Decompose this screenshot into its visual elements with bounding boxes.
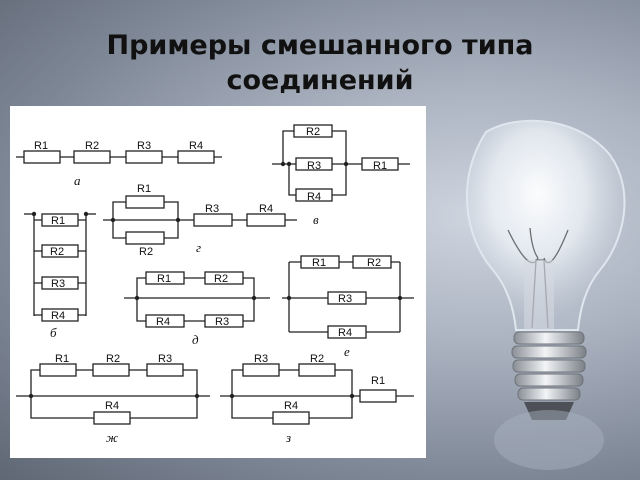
resistor-v-2 — [295, 157, 333, 171]
circuit-diagrams: R1 R2 R3 R4 а R2 R3 R4 R1 в R1 R2 R3 R4 … — [16, 124, 414, 445]
label-b-4: R4 — [51, 310, 65, 322]
label-z-4: R4 — [284, 400, 298, 412]
label-g-3: R3 — [205, 203, 219, 215]
label-a-1: R1 — [34, 140, 48, 152]
label-z-3: R1 — [371, 375, 385, 387]
diagram-z — [220, 363, 414, 425]
label-zh-4: R4 — [105, 400, 119, 412]
diagram-a — [16, 150, 222, 164]
resistor-b-2 — [41, 244, 79, 258]
resistor-z-1 — [242, 363, 280, 377]
resistor-b-1 — [41, 213, 79, 227]
caption-v: в — [313, 212, 319, 227]
resistor-g-4 — [246, 213, 286, 227]
caption-g: г — [196, 240, 201, 255]
label-a-4: R4 — [189, 140, 203, 152]
resistor-a-3 — [125, 150, 163, 164]
caption-d: д — [192, 332, 199, 347]
resistor-d-3 — [145, 314, 185, 328]
slide-title: Примеры смешанного типа соединений — [106, 30, 534, 96]
resistor-a-4 — [177, 150, 215, 164]
resistor-v-1 — [293, 124, 333, 138]
label-z-2: R2 — [310, 353, 324, 365]
label-v-1: R2 — [306, 126, 320, 138]
diagram-d — [124, 271, 270, 328]
label-e-4: R4 — [338, 327, 352, 339]
diagram-b — [24, 213, 96, 322]
label-zh-2: R2 — [106, 353, 120, 365]
circuit-diagrams-panel: R1 R2 R3 R4 а R2 R3 R4 R1 в R1 R2 R3 R4 … — [10, 106, 426, 458]
resistor-zh-3 — [146, 363, 184, 377]
resistor-d-4 — [204, 314, 244, 328]
diagram-g — [103, 195, 297, 245]
label-g-2: R2 — [139, 246, 153, 258]
resistor-g-2 — [125, 231, 165, 245]
label-b-2: R2 — [50, 246, 64, 258]
label-b-1: R1 — [51, 215, 65, 227]
resistor-zh-2 — [92, 363, 130, 377]
diagram-zh — [16, 363, 210, 425]
label-e-2: R2 — [367, 257, 381, 269]
label-g-1: R1 — [137, 183, 151, 195]
resistor-z-2 — [298, 363, 336, 377]
label-g-4: R4 — [259, 203, 273, 215]
label-v-3: R4 — [307, 191, 321, 203]
resistor-d-1 — [145, 271, 185, 285]
resistor-e-3 — [327, 291, 367, 305]
diagram-v — [272, 124, 410, 202]
label-e-3: R3 — [338, 293, 352, 305]
caption-zh: ж — [106, 430, 118, 445]
caption-z: з — [285, 430, 291, 445]
label-b-3: R3 — [51, 278, 65, 290]
label-d-1: R1 — [157, 273, 171, 285]
label-d-4: R3 — [215, 316, 229, 328]
label-a-3: R3 — [137, 140, 151, 152]
label-d-3: R4 — [156, 316, 170, 328]
resistor-v-4 — [361, 157, 399, 171]
label-a-2: R2 — [85, 140, 99, 152]
label-z-1: R3 — [254, 353, 268, 365]
resistor-a-1 — [23, 150, 61, 164]
label-zh-1: R1 — [55, 353, 69, 365]
label-d-2: R2 — [214, 273, 228, 285]
resistor-g-1 — [125, 195, 165, 209]
resistor-e-1 — [300, 255, 340, 269]
label-zh-3: R3 — [158, 353, 172, 365]
resistor-e-2 — [352, 255, 392, 269]
resistor-d-2 — [204, 271, 244, 285]
resistor-a-2 — [73, 150, 111, 164]
light-bulb-icon — [466, 119, 626, 470]
label-v-4: R1 — [373, 160, 387, 172]
resistor-z-3 — [359, 389, 397, 403]
label-v-2: R3 — [307, 160, 321, 172]
resistor-b-3 — [41, 276, 79, 290]
caption-e: е — [344, 344, 350, 359]
resistor-b-4 — [41, 308, 79, 322]
resistor-zh-4 — [93, 411, 131, 425]
resistor-z-4 — [272, 411, 310, 425]
caption-b: б — [50, 325, 57, 340]
resistor-v-3 — [295, 188, 333, 202]
resistor-g-3 — [193, 213, 233, 227]
resistor-e-4 — [327, 325, 367, 339]
resistor-zh-1 — [39, 363, 77, 377]
label-e-1: R1 — [312, 257, 326, 269]
diagram-e — [282, 255, 414, 339]
caption-a: а — [74, 173, 81, 188]
